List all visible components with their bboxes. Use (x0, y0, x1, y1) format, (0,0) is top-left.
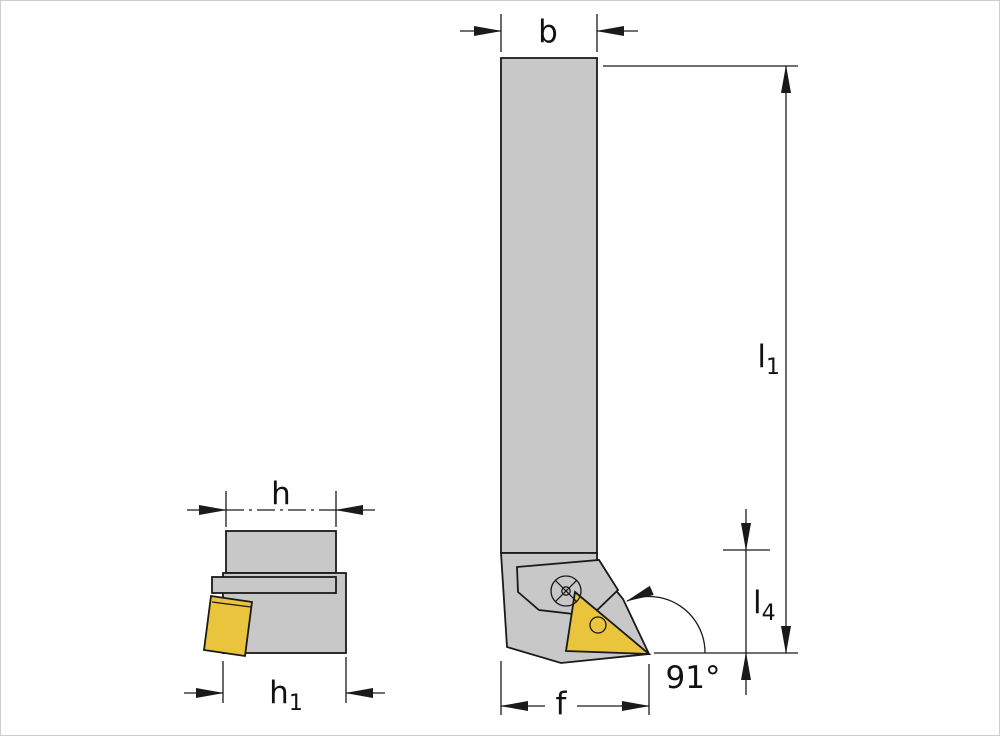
label-subscript: 1 (289, 691, 303, 716)
shank-side (500, 57, 598, 554)
dimension-h: h (187, 476, 375, 527)
dimension-label-l4: l4 (753, 585, 776, 626)
label-base: h (269, 675, 289, 711)
side-view (500, 57, 652, 664)
label-subscript: 4 (762, 601, 776, 626)
screw-head-circle (550, 575, 582, 607)
front-view (202, 530, 347, 658)
dimension-angle: 91° (626, 585, 721, 696)
label-base: l (753, 585, 762, 621)
dimension-label-h1: h1 (269, 675, 303, 716)
label-base: l (757, 339, 766, 375)
screw-cross-line (554, 579, 578, 603)
label-mask (545, 685, 577, 715)
dimension-l1: l1 (603, 65, 798, 654)
dimension-label-b: b (538, 14, 558, 50)
label-subscript: 1 (766, 355, 780, 380)
dimension-label-angle: 91° (666, 660, 721, 696)
dimension-l4: l4 (723, 509, 776, 695)
cutting-insert-side (564, 590, 652, 655)
clamp-screw (550, 575, 582, 607)
dimension-h1: h1 (184, 657, 385, 716)
cutting-insert-front (202, 594, 254, 658)
dimension-label-h: h (271, 476, 291, 512)
screw-center-circle (561, 586, 571, 596)
shank-front (225, 530, 337, 574)
dimension-b: b (460, 14, 638, 52)
dimension-f: f (500, 661, 650, 722)
insert-clamp-front (211, 576, 337, 594)
angle-arc-arrow (626, 585, 706, 654)
insert-hole (589, 616, 607, 634)
insert-clamp-edge-line (211, 601, 252, 608)
dimension-label-l1: l1 (757, 339, 780, 380)
dimension-label-f: f (556, 686, 568, 722)
